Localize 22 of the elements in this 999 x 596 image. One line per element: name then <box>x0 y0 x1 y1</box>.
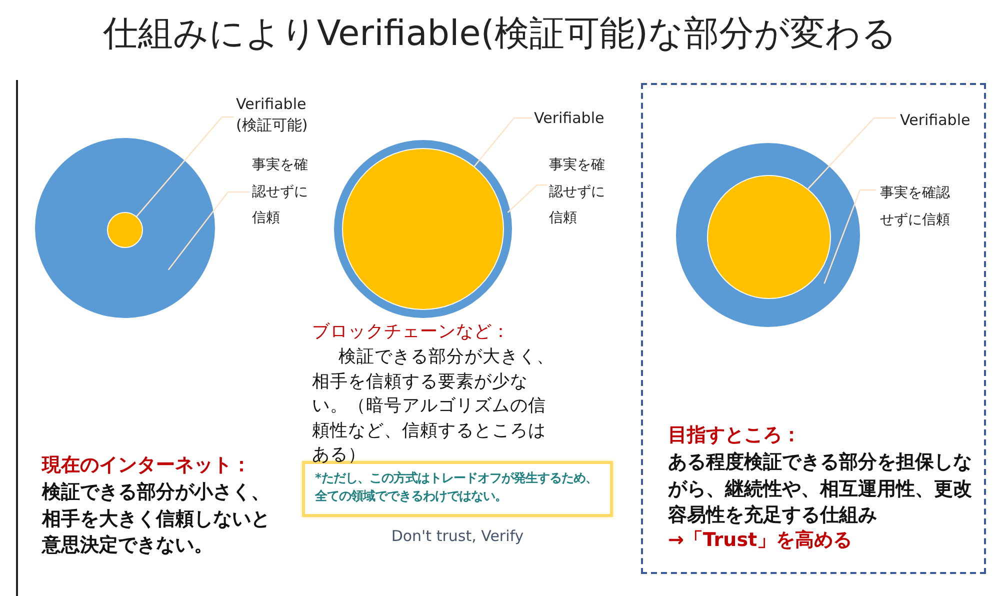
leader-line <box>824 189 876 284</box>
leader-line <box>474 117 532 167</box>
callout-label: 事実を確認せずに信頼 <box>252 152 312 232</box>
title: 仕組みによりVerifiable(検証可能)な部分が変わる <box>102 13 898 56</box>
heading-text: 現在のインターネット： <box>42 453 252 478</box>
callout-label: Verifiable (検証可能) <box>236 94 328 136</box>
heading-text: 目指すところ： <box>668 423 802 448</box>
highlight-text: →「Trust」を高める <box>668 528 854 553</box>
leader-line <box>808 117 896 190</box>
body-text: 検証できる部分が小さく、相手を大きく信頼しないと意思決定できない。 <box>42 480 271 558</box>
callout-label: 事実を確認せずに信頼 <box>880 180 954 234</box>
slogan-text: Don't trust, Verify <box>390 526 525 547</box>
leader-line <box>168 191 250 270</box>
leader-line <box>507 184 547 213</box>
pie-circle <box>107 212 143 248</box>
callout-label: Verifiable <box>534 108 620 129</box>
heading-text: ブロックチェーンなど： <box>312 321 511 344</box>
callout-label: Verifiable <box>900 110 984 131</box>
dashed-frame <box>641 83 986 574</box>
callout-label: 事実を確認せずに信頼 <box>549 152 609 232</box>
leader-line <box>136 116 234 217</box>
body-text: ある程度検証できる部分を担保しながら、継続性や、相互運用性、更改容易性を充足する仕組み <box>668 450 973 528</box>
